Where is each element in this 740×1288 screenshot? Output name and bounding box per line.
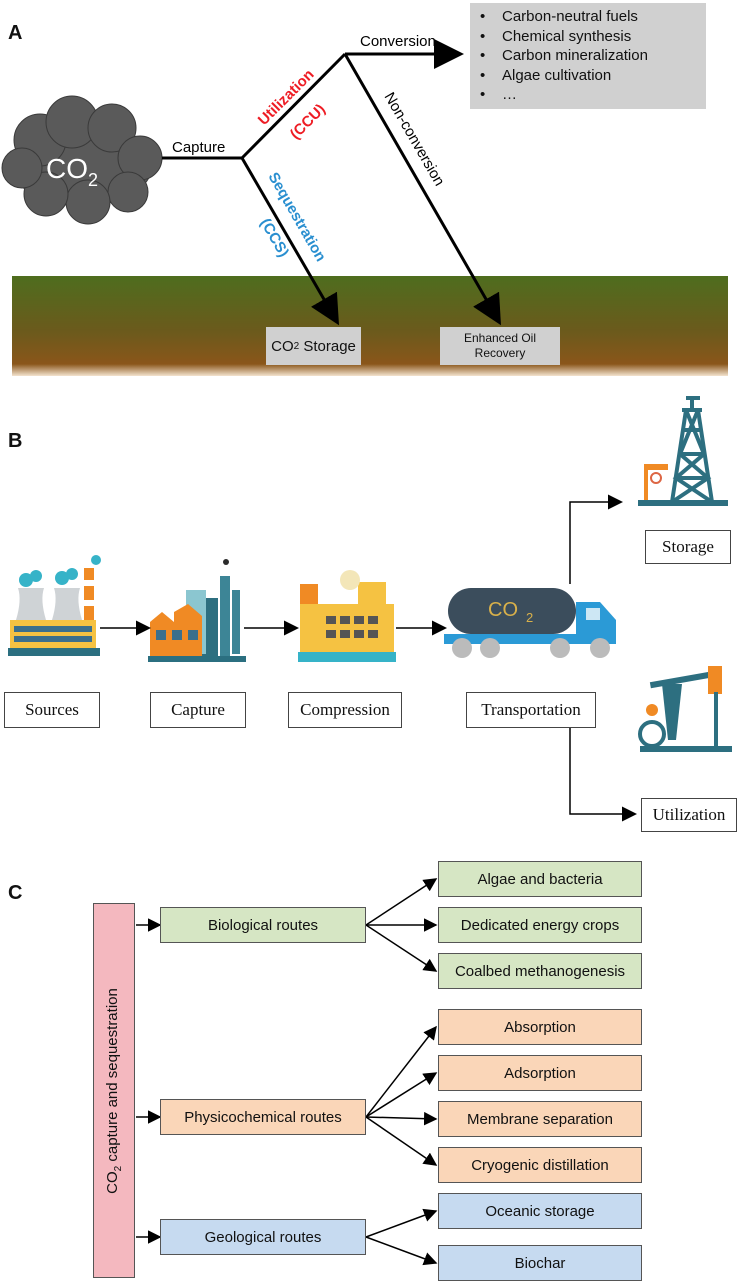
leaf-coalbed: Coalbed methanogenesis [438,953,642,989]
leaf-cryogenic: Cryogenic distillation [438,1147,642,1183]
utilization-line [240,52,347,160]
arrow-bio-algae [365,878,438,926]
panel-a-diagram: CO 2 Capture Conversion Utilization (CCU… [1,33,728,376]
leaf-oceanic: Oceanic storage [438,1193,642,1229]
conversion-item: •… [480,86,517,103]
storage-label: Storage [645,530,731,564]
arrow-geo-oceanic [365,1208,438,1238]
truck-co2-subscript: 2 [526,610,533,625]
storage-base [638,500,728,506]
utilization-label: Utilization [641,798,737,832]
leaf-absorption: Absorption [438,1009,642,1045]
conversion-item: •Carbon-neutral fuels [480,8,638,25]
arrow-phys-absorption [365,1025,437,1118]
leaf-algae-bacteria: Algae and bacteria [438,861,642,897]
arrow-to-utilization [569,726,637,822]
capture-label: Capture [172,139,225,156]
panel-b-diagram: CO 2 [8,396,732,822]
enhanced-oil-recovery-box: Enhanced Oil Recovery [440,327,560,365]
panel-a-letter: A [8,22,23,44]
cloud-label: CO [46,153,88,184]
arrow-to-storage [569,494,623,584]
route-biological: Biological routes [160,907,366,943]
conversion-item: •Chemical synthesis [480,27,632,45]
conversion-item: •Algae cultivation [480,66,612,84]
compression-icon [298,570,396,662]
panel-c-letter: C [8,882,23,904]
arrow-phys-cryogenic [365,1116,438,1166]
root-box: CO2 capture and sequestration [93,903,135,1278]
step-compression: Compression [288,692,402,728]
step-transportation: Transportation [466,692,596,728]
conversion-label: Conversion [360,33,436,50]
route-geological: Geological routes [160,1219,366,1255]
leaf-membrane: Membrane separation [438,1101,642,1137]
sequestration-arrow [240,157,340,326]
factory-icon [8,555,101,656]
leaf-adsorption: Adsorption [438,1055,642,1091]
capture-plant-icon [148,559,246,662]
conversion-list: •Carbon-neutral fuels •Chemical synthesi… [470,3,706,109]
root-label: CO2 capture and sequestration [104,987,124,1194]
derrick-icon [670,396,714,504]
conversion-item: •Carbon mineralization [480,47,648,64]
route-physicochemical: Physicochemical routes [160,1099,366,1135]
co2-truck-icon [444,588,616,658]
leaf-biochar: Biochar [438,1245,642,1281]
ground-layer [12,276,728,376]
step-sources: Sources [4,692,100,728]
step-capture: Capture [150,692,246,728]
arrow-phys-membrane [365,1111,438,1126]
non-conversion-arrow [343,53,501,326]
panel-b-letter: B [8,430,23,452]
truck-co2-label: CO [488,599,518,621]
arrow-bio-coalbed [365,924,438,972]
arrow-geo-biochar [365,1236,438,1266]
panel-c-diagram [136,878,438,1266]
storage-pipe [644,464,668,470]
leaf-energy-crops: Dedicated energy crops [438,907,642,943]
oil-pump-icon [638,666,732,752]
cloud-subscript: 2 [88,170,98,190]
co2-cloud [1,95,163,225]
arrow-phys-adsorption [365,1072,438,1118]
